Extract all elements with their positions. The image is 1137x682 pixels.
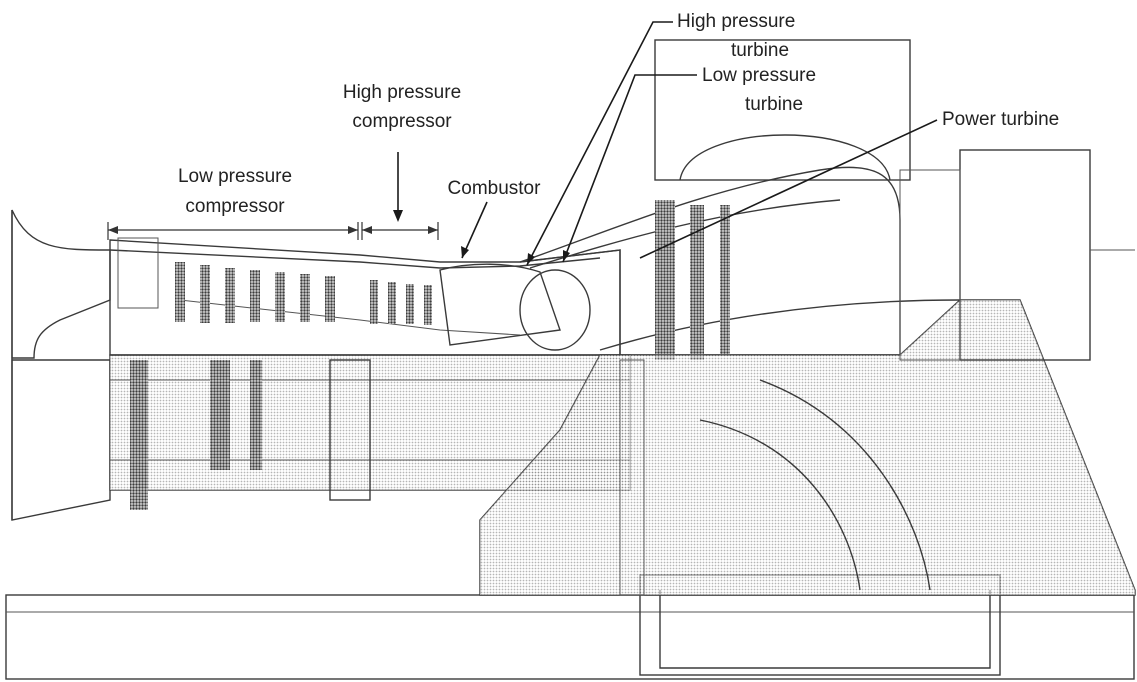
combustor-label: Combustor [448,178,542,199]
intake-section [11,209,111,521]
hp-turbine-label-line1: High pressure [677,11,795,32]
lp-turbine-label-line2: turbine [745,94,803,115]
combustor-chamber [439,263,591,351]
hp-compressor-label-line2: compressor [352,111,452,132]
lp-compressor-label-line1: Low pressure [178,166,292,187]
lp-compressor-label-line2: compressor [185,196,285,217]
hp-turbine-leader [526,21,673,266]
lp-turbine-leader [562,74,697,263]
compressor-section [109,237,621,356]
hp-turbine-label-line2: turbine [731,40,789,61]
labels: Low pressure compressor High pressure co… [178,11,1059,217]
compressor-blades [117,237,432,325]
turbine-casing [519,39,961,360]
power-turbine-label: Power turbine [942,109,1059,130]
exhaust-housing [479,149,1136,596]
hp-compressor-label-line1: High pressure [343,82,461,103]
lp-compressor-span [107,222,359,240]
leader-lines [461,21,938,266]
hp-compressor-span [361,152,439,240]
power-turbine-leader [639,119,938,259]
lp-turbine-label-line1: Low pressure [702,65,816,86]
